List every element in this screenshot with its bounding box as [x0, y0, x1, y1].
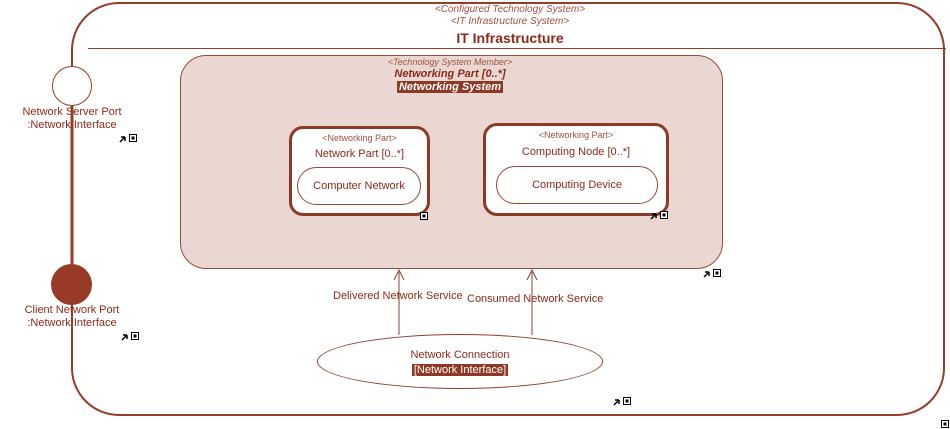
- computer-network-node[interactable]: Computer Network: [297, 167, 421, 205]
- network-connection[interactable]: [317, 334, 603, 389]
- member-stereotype: <Technology System Member>: [387, 57, 513, 67]
- system-box-icon[interactable]: [940, 419, 950, 429]
- computing-node-stereotype: <Networking Part>: [538, 130, 614, 140]
- client-network-port-link-icon[interactable]: [121, 331, 141, 341]
- network-connection-type-wrap: [Network Interface]: [360, 364, 560, 377]
- delivered-service-arrowhead: [393, 268, 405, 281]
- consumed-service-arrowhead: [526, 268, 538, 281]
- network-part-box-icon[interactable]: [419, 211, 429, 221]
- system-stereotype-1: <Configured Technology System>: [434, 4, 586, 15]
- network-part-stereotype: <Networking Part>: [322, 133, 397, 143]
- member-title: Networking Part [0..*]: [394, 68, 506, 80]
- computing-node-link-icon[interactable]: [650, 210, 670, 220]
- network-connection-title: Network Connection: [410, 349, 510, 361]
- client-network-port[interactable]: [51, 264, 92, 305]
- header-divider: [88, 48, 946, 49]
- delivered-service-label: Delivered Network Service: [333, 290, 463, 302]
- computing-node-title: Computing Node [0..*]: [521, 146, 631, 158]
- member-type: Networking System: [396, 81, 504, 93]
- client-network-port-type: :Network Interface: [27, 317, 117, 329]
- network-server-port[interactable]: [52, 66, 92, 106]
- computing-device-node[interactable]: Computing Device: [496, 166, 658, 204]
- network-part-title: Network Part [0..*]: [314, 148, 405, 160]
- system-title: IT Infrastructure: [456, 30, 564, 46]
- network-connection-link-icon[interactable]: [613, 396, 633, 406]
- network-connection-type: [Network Interface]: [411, 364, 509, 376]
- consumed-service-label: Consumed Network Service: [467, 293, 604, 305]
- client-network-port-name: Client Network Port: [24, 304, 120, 316]
- system-stereotype-2: <IT Infrastructure System>: [450, 16, 570, 27]
- member-type-wrap: Networking System: [330, 81, 570, 93]
- member-link-icon[interactable]: [703, 268, 723, 278]
- network-server-port-link-icon[interactable]: [119, 133, 139, 143]
